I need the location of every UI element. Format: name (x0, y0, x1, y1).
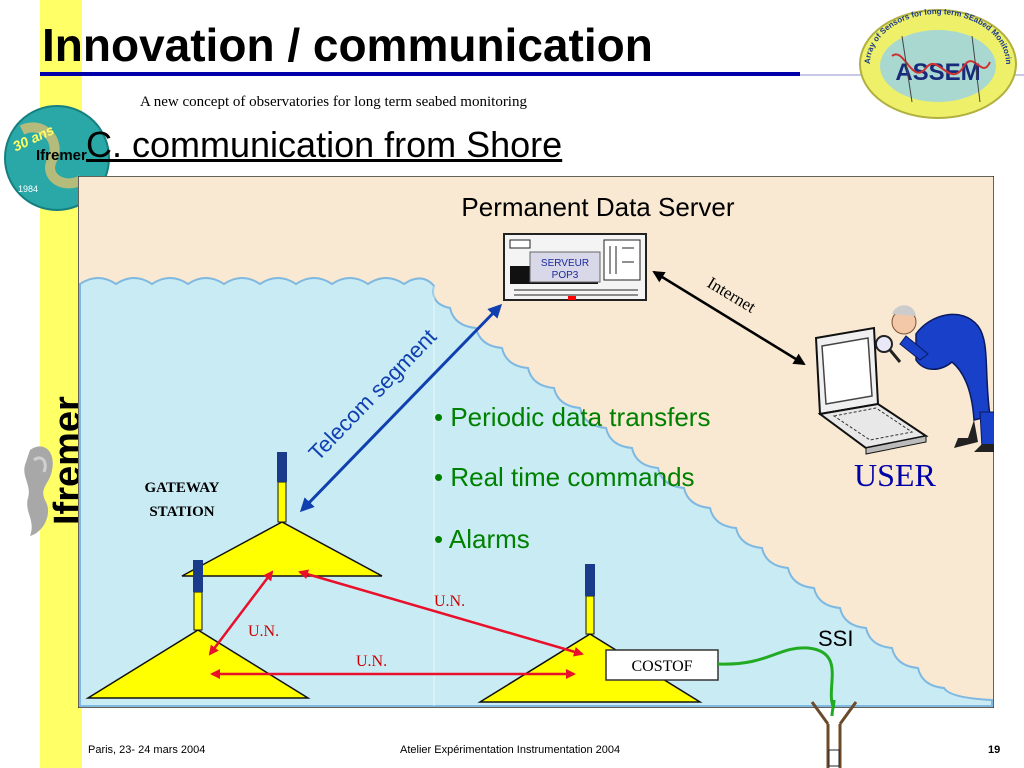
user-figure-icon (875, 305, 994, 452)
assem-logo: Array of Sensors for long term SEabed Mo… (856, 6, 1017, 119)
costof-label: COSTOF (631, 658, 692, 675)
ssi-sensor-icon (810, 700, 858, 768)
section-title: C. communication from Shore (86, 124, 563, 165)
un-label-3: U.N. (356, 653, 387, 670)
bullet-3: • Alarms (434, 524, 530, 554)
station-left-icon (85, 560, 311, 699)
communication-diagram: Permanent Data Server SERVEUR POP3 Inter… (78, 176, 994, 708)
server-icon (503, 233, 647, 301)
server-label-2: POP3 (552, 270, 579, 281)
internet-link (652, 270, 806, 366)
bullet-2: • Real time commands (434, 462, 695, 492)
gateway-label-1: GATEWAY (144, 480, 219, 496)
footer-event: Atelier Expérimentation Instrumentation … (400, 744, 621, 756)
ifremer-globe-text: Ifremer (36, 147, 87, 164)
ssi-cable (717, 646, 836, 708)
footer-date: Paris, 23- 24 mars 2004 (88, 744, 206, 756)
page-title: Innovation / communication (42, 19, 653, 71)
laptop-icon (814, 326, 929, 455)
ifremer-globe-logo: 30 ans Ifremer 1984 (4, 105, 110, 211)
title-underline (40, 72, 800, 76)
bullet-1: • Periodic data transfers (434, 402, 710, 432)
ifremer-emblem-icon (24, 446, 53, 536)
server-label-1: SERVEUR (541, 258, 589, 269)
server-heading: Permanent Data Server (461, 192, 734, 222)
telecom-link (299, 303, 503, 513)
un-label-2: U.N. (434, 593, 465, 610)
user-label: USER (854, 457, 936, 493)
page-number: 19 (988, 744, 1001, 756)
ifremer-globe-year: 1984 (18, 184, 38, 194)
gateway-label-2: STATION (149, 504, 214, 520)
gateway-station-icon (181, 452, 383, 577)
un-link-1 (208, 570, 274, 656)
un-label-1: U.N. (248, 623, 279, 640)
ssi-label: SSI (818, 626, 853, 651)
subtitle: A new concept of observatories for long … (140, 94, 527, 110)
un-link-2 (298, 569, 584, 657)
